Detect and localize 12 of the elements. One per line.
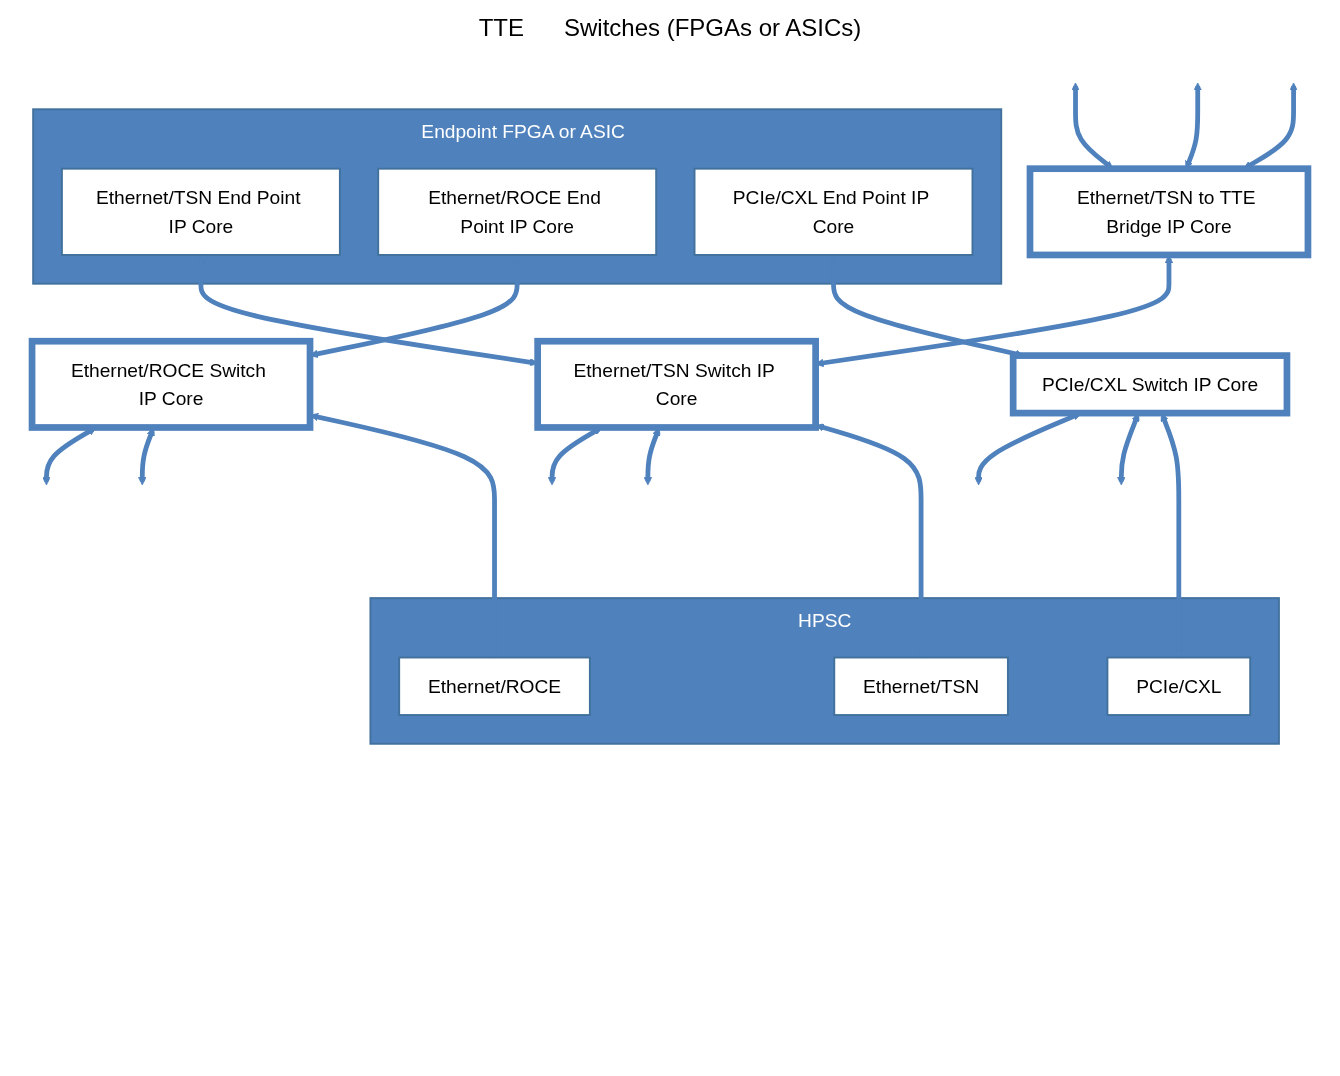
note-text: Switches (FPGAs or ASICs) [563,14,862,42]
process-box: Ethernet/ROCE Switch IP Core [28,337,314,431]
note-text: TTE [478,14,524,42]
process-box: Ethernet/TSN to TTE Bridge IP Core [1026,165,1312,259]
process-box: PCIe/CXL End Point IP Core [693,167,974,256]
process-box: Ethernet/ROCE [398,656,591,716]
process-box: PCIe/CXL Switch IP Core [1009,352,1291,417]
process-box: PCIe/CXL [1106,656,1252,716]
process-box: Ethernet/TSN End Point IP Core [60,167,341,256]
process-box: Ethernet/TSN Switch IP Core [534,337,819,431]
process-box: Ethernet/TSN [833,656,1009,716]
process-box: Ethernet/ROCE End Point IP Core [377,167,658,256]
